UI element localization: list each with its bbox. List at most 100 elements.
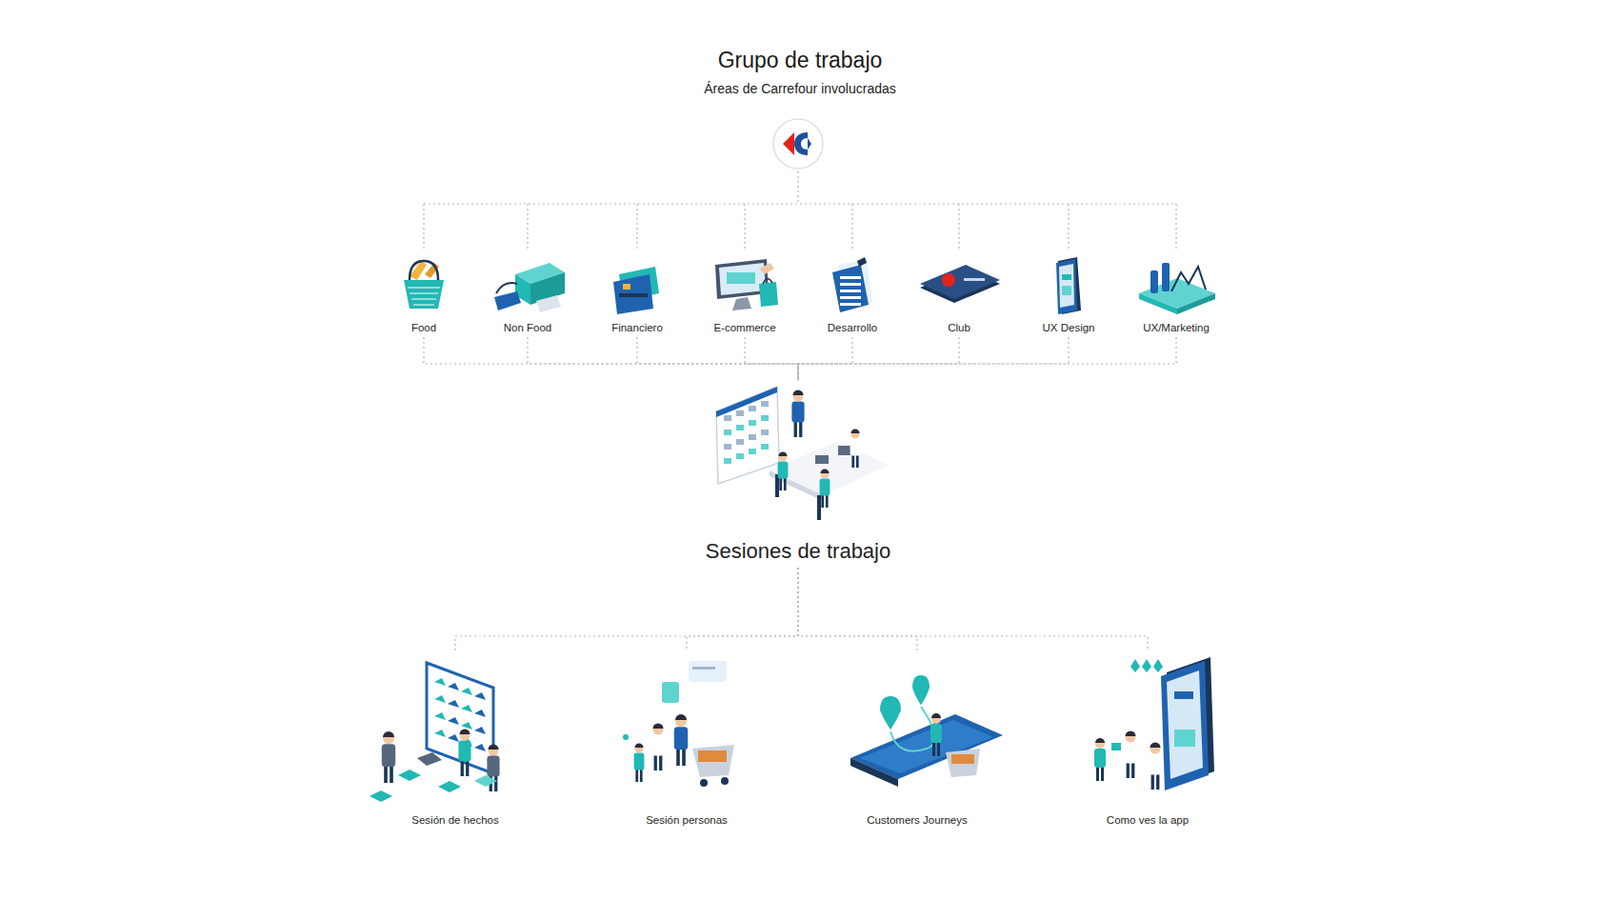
area-node: Non Food — [466, 255, 589, 334]
code-line — [840, 289, 861, 293]
marker — [474, 743, 486, 752]
torso — [791, 401, 804, 423]
hair — [793, 390, 804, 397]
illustration-group — [715, 259, 779, 311]
torso — [381, 743, 396, 767]
area-node: Food — [362, 255, 485, 334]
marker — [434, 712, 446, 720]
tile — [369, 790, 393, 802]
dotted-connector — [637, 337, 799, 381]
marker — [447, 682, 460, 691]
ui-block — [1061, 274, 1072, 280]
hair — [1125, 731, 1137, 738]
tree-line — [423, 202, 1177, 204]
hair — [635, 743, 644, 749]
pin — [879, 695, 902, 732]
illustration-group — [832, 257, 873, 313]
illustration-group — [622, 660, 735, 787]
cart — [692, 744, 735, 778]
torso — [486, 756, 500, 778]
node-label: Customers Journeys — [803, 814, 1031, 826]
marker — [447, 717, 460, 725]
stripe — [619, 293, 648, 298]
marker — [474, 692, 486, 700]
bread — [409, 260, 427, 280]
torso — [1123, 742, 1137, 764]
marker — [460, 704, 473, 713]
screen — [719, 262, 766, 296]
illustration-group — [716, 386, 890, 520]
phone — [1160, 660, 1209, 791]
node-label: Desarrollo — [791, 321, 914, 334]
torso — [930, 723, 942, 743]
note — [723, 415, 732, 421]
illustration-group — [403, 260, 444, 309]
marker — [460, 721, 473, 730]
area-node: Financiero — [576, 255, 699, 334]
hair — [851, 429, 860, 435]
code-line — [840, 282, 861, 286]
node-label: Food — [362, 321, 485, 334]
strap — [496, 282, 518, 294]
leg — [1156, 772, 1160, 790]
illustration-group — [1056, 257, 1081, 315]
illustration — [1016, 255, 1121, 319]
hair — [382, 731, 395, 738]
cart — [945, 748, 980, 778]
laptop — [815, 455, 829, 464]
leg — [937, 740, 940, 757]
dotted-connector — [798, 337, 1069, 381]
person — [674, 714, 688, 766]
tile — [398, 769, 421, 781]
head — [820, 469, 830, 479]
area-node: E-commerce — [683, 255, 806, 334]
subtitle: Áreas de Carrefour involucradas — [0, 80, 1600, 97]
illustration — [692, 255, 798, 319]
handle — [409, 260, 439, 280]
leg — [1131, 760, 1135, 779]
leg — [635, 768, 639, 782]
person — [1148, 742, 1161, 791]
tab — [857, 257, 867, 267]
card — [1111, 742, 1121, 751]
illustration — [581, 653, 792, 811]
basket-rib — [411, 299, 437, 300]
node-label: Non Food — [466, 321, 589, 334]
illustration — [812, 653, 1022, 811]
groceries — [951, 754, 975, 764]
leg — [659, 753, 662, 771]
leg — [820, 494, 824, 508]
note — [748, 405, 757, 412]
marker — [447, 734, 460, 742]
leg — [1151, 772, 1155, 790]
logo-blue — [794, 132, 808, 156]
illustration-group — [850, 674, 1003, 787]
torso — [634, 752, 645, 770]
card-line — [692, 666, 716, 670]
illustration — [702, 382, 894, 526]
hair — [675, 714, 687, 720]
illustration-group — [494, 262, 565, 313]
dotted-connector — [527, 337, 799, 381]
area-node: UX/Marketing — [1115, 255, 1238, 334]
illustration-group — [613, 266, 660, 315]
phone — [1056, 259, 1078, 315]
dotted-connector — [798, 567, 918, 652]
note — [723, 429, 732, 436]
dot — [622, 734, 629, 740]
note — [748, 434, 757, 440]
phone-screen — [1059, 263, 1075, 308]
note — [760, 415, 769, 421]
logo-tree — [423, 171, 1177, 250]
hub-node: Sesiones de trabajo — [670, 382, 926, 564]
area-node: UX Design — [1007, 255, 1130, 334]
logo-blue — [807, 138, 812, 150]
code-line — [840, 302, 861, 306]
note — [736, 453, 744, 460]
platform-side — [1177, 293, 1216, 315]
badge — [661, 681, 680, 703]
code-line — [840, 276, 861, 280]
card — [688, 660, 727, 682]
leg — [494, 774, 498, 792]
person — [381, 731, 396, 783]
